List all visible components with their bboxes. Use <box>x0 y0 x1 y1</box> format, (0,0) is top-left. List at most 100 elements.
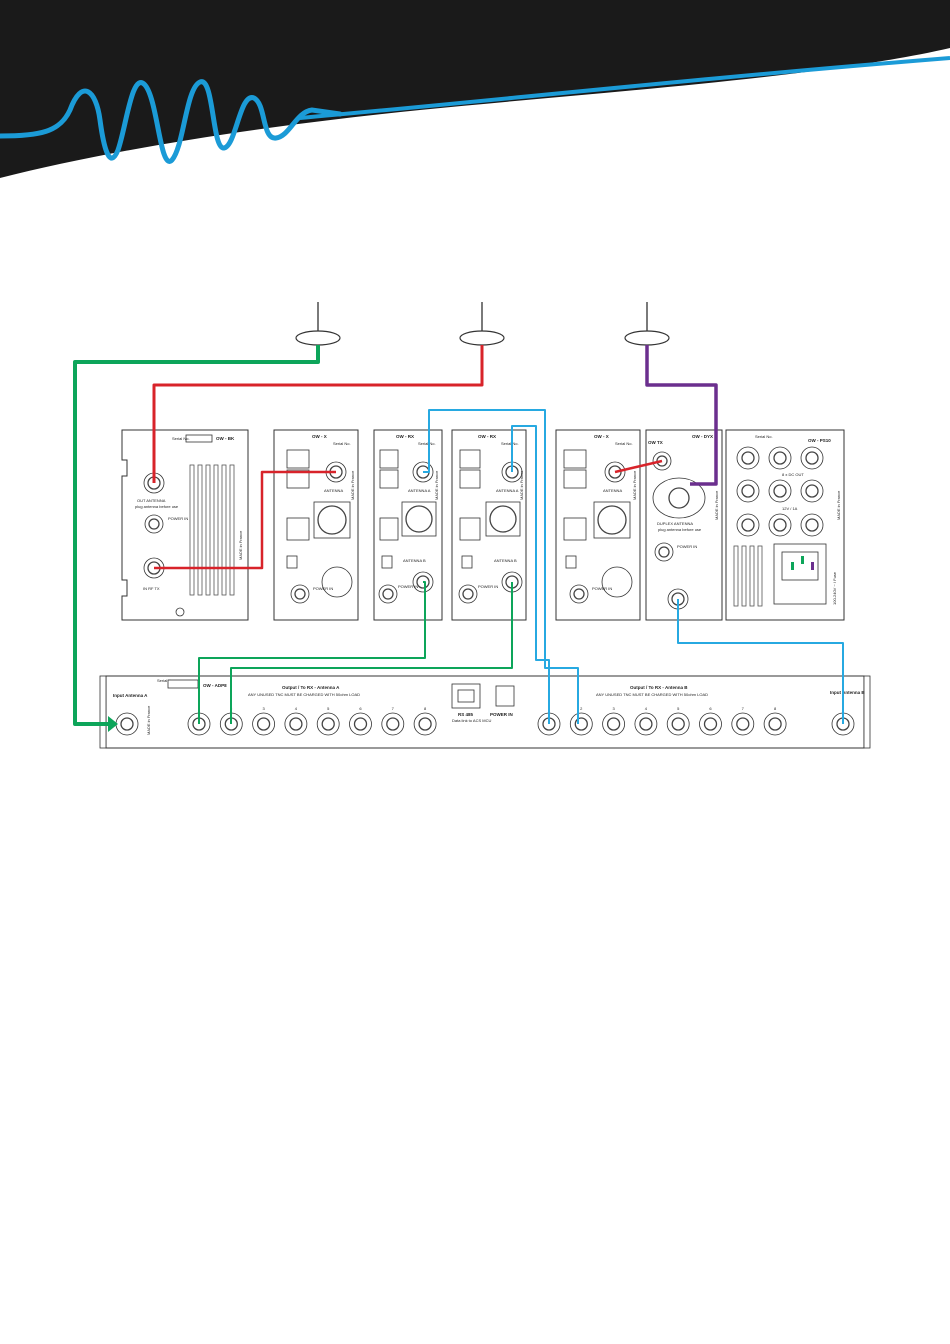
splitter-output-b-connector[interactable] <box>634 712 658 736</box>
cable-green-arrowhead <box>108 716 118 732</box>
sp-rs485: RS 485 <box>458 712 474 717</box>
panel-ow-rx-2: OW - RX Serial No. ANTENNA A ANTENNA B P… <box>451 429 527 621</box>
p6-duplex: DUPLEX ANTENNA <box>657 521 693 526</box>
splitter-output-b-connector[interactable] <box>602 712 625 736</box>
vent-grill <box>189 464 235 596</box>
rj45-port-icon[interactable] <box>286 449 310 541</box>
p3-serial: Serial No. <box>418 441 436 446</box>
panel-ow-ps10: Serial No. OW - PS10 8 x DC OUT 12V / 1A <box>725 429 845 621</box>
vent-grill <box>733 545 763 607</box>
p5-serial: Serial No. <box>615 441 633 446</box>
p6-made: MADE in France <box>714 490 719 520</box>
p1-model: OW - BK <box>216 436 235 441</box>
cable-blue-rx1-a <box>423 409 579 724</box>
dc-out-connectors[interactable] <box>736 446 824 537</box>
splitter-input-a-connector[interactable] <box>115 712 139 736</box>
p1-plug-note: plug antenna before use <box>135 504 179 509</box>
port-number-label: 4 <box>295 706 298 711</box>
cable-blue-antenna-b <box>677 599 844 724</box>
p4-made: MADE in France <box>519 470 524 500</box>
splitter-output-b-connector[interactable] <box>731 712 755 736</box>
p2-made: MADE in France <box>350 470 355 500</box>
header-band <box>0 0 950 178</box>
power-socket-icon[interactable] <box>773 543 827 605</box>
fan-icon <box>485 501 521 537</box>
rj45-port-icon[interactable] <box>459 449 481 541</box>
p3-power: POWER IN <box>398 584 418 589</box>
panel-ow-dyx: OW - DYX OW TX DUPLEX ANTENNA plug anten… <box>645 429 723 621</box>
p5-power: POWER IN <box>592 586 612 591</box>
bnc-connector-icon <box>353 717 368 731</box>
rj45-port-icon[interactable] <box>563 449 587 541</box>
port-number-label: 3 <box>262 706 265 711</box>
bnc-connector-icon <box>606 717 621 731</box>
cable-green-antenna-a <box>73 345 320 726</box>
power-connector-icon[interactable] <box>378 584 398 604</box>
power-connector-icon[interactable] <box>458 584 478 604</box>
splitter-output-a-connector[interactable] <box>284 712 308 736</box>
splitter-output-a-connector[interactable] <box>252 712 276 736</box>
port-number-label: 6 <box>359 706 362 711</box>
power-connector-icon[interactable] <box>654 542 674 562</box>
p5-model: OW - X <box>594 434 609 439</box>
p1-out-antenna: OUT ANTENNA <box>137 498 166 503</box>
power-connector-icon[interactable] <box>569 584 589 604</box>
antenna-icon <box>295 302 341 346</box>
splitter-output-b-connector[interactable] <box>569 712 593 736</box>
bnc-connector-icon <box>639 717 653 731</box>
panel-ow-x-1: OW - X Serial No. ANTENNA POWER IN MADE … <box>273 429 359 621</box>
sp-input-a: Input Antenna A <box>113 693 148 698</box>
cable-red-x-to-dyx <box>614 459 663 474</box>
p1-made: MADE in France <box>238 530 243 560</box>
sp-rs485-sub: Data link to ACS MCU <box>452 718 491 723</box>
splitter-output-a-connector[interactable] <box>381 712 405 736</box>
rj45-port-icon[interactable] <box>451 683 481 709</box>
p3-antenna-a: ANTENNA A <box>408 488 431 493</box>
p1-serial: Serial No. <box>172 436 190 441</box>
bnc-connector-icon <box>671 717 685 731</box>
p6-label-top: OW TX <box>648 440 663 445</box>
splitter-output-a-connector[interactable] <box>413 712 437 736</box>
p6-model: OW - DYX <box>692 434 713 439</box>
wave-logo-icon <box>0 79 343 164</box>
p2-serial: Serial No. <box>333 441 351 446</box>
p3-antenna-b: ANTENNA B <box>403 558 426 563</box>
cable-green-rx2-b <box>230 582 513 724</box>
splitter-output-a-connector[interactable] <box>316 712 340 736</box>
fan-icon <box>593 501 631 539</box>
sp-out-b-title: Output / To RX - Antenna B <box>630 685 688 690</box>
p7-model: OW - PS10 <box>808 438 831 443</box>
splitter-output-b-connector[interactable] <box>699 712 722 736</box>
p1-in-rf: IN RF TX <box>143 586 160 591</box>
splitter-ow-adp8: Serial No. OW - ADP8 Input Antenna A MAD… <box>99 675 871 749</box>
sp-input-b: Input Antenna B <box>830 690 865 695</box>
port-number-label: 6 <box>709 706 712 711</box>
dc-power-port[interactable] <box>495 685 515 707</box>
p5-made: MADE in France <box>632 470 637 500</box>
port-number-label: 3 <box>612 706 615 711</box>
splitter-output-b-connector[interactable] <box>666 712 690 736</box>
splitter-output-b-connector[interactable] <box>763 712 787 736</box>
port-number-label: 2 <box>580 706 583 711</box>
cable-red-antenna-to-bk <box>152 345 484 483</box>
power-connector-icon[interactable] <box>144 514 164 534</box>
bnc-connector-icon <box>120 717 134 731</box>
p4-antenna-b: ANTENNA B <box>494 558 517 563</box>
sp-serial: Serial No. <box>157 678 175 683</box>
p2-power: POWER IN <box>313 586 333 591</box>
sp-out-a-title: Output / To RX - Antenna A <box>282 685 340 690</box>
bnc-connector-icon <box>703 717 718 731</box>
cable-blue-rx2-a <box>511 425 550 724</box>
p4-model: OW - RX <box>478 434 496 439</box>
rj45-port-icon[interactable] <box>379 449 399 541</box>
p6-plug-note: plug antenna before use <box>658 527 702 532</box>
bnc-connector-icon <box>386 717 400 731</box>
port-number-label: 7 <box>742 706 745 711</box>
sp-made: MADE in France <box>146 705 151 735</box>
sp-power-in: POWER IN <box>490 712 513 717</box>
port-number-label: 8 <box>774 706 777 711</box>
splitter-output-a-connector[interactable] <box>349 712 372 736</box>
power-connector-icon[interactable] <box>290 584 310 604</box>
duplex-antenna-connector-icon[interactable] <box>652 477 706 519</box>
